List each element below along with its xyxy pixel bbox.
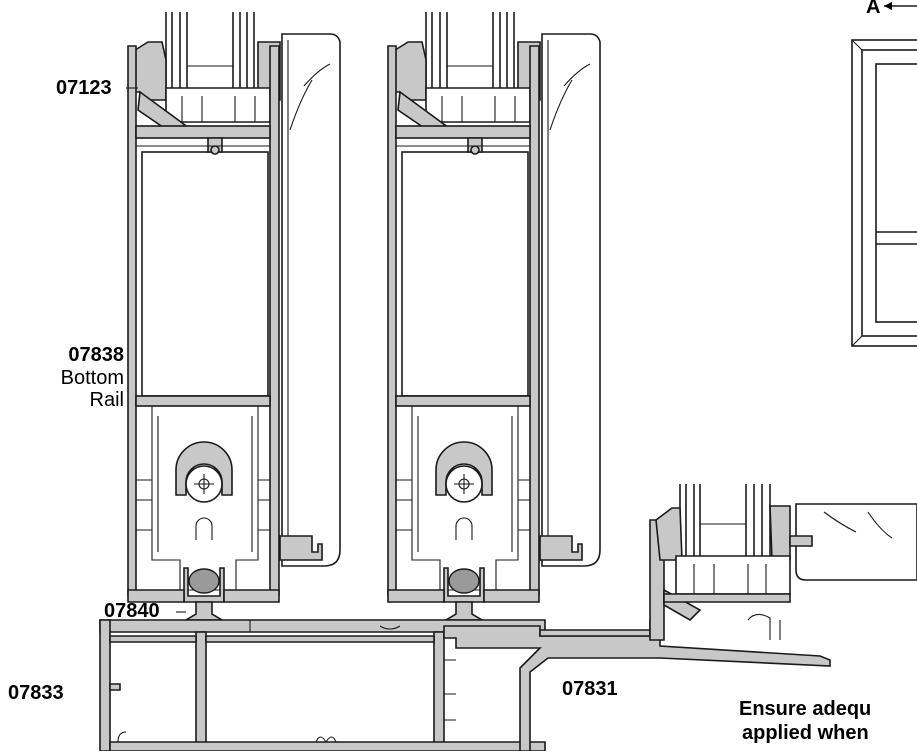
note-line-2: applied when: [742, 722, 869, 744]
elevation-inset: [851, 2, 917, 347]
fixed-panel: [655, 484, 917, 603]
label-bottom-rail-code: 07838: [68, 344, 124, 366]
label-top-rail-code: 07123: [56, 77, 112, 99]
right-sash: [387, 12, 601, 603]
left-sash: [127, 12, 341, 603]
label-frame-code: 07833: [8, 682, 64, 704]
leader-lines: [126, 87, 186, 613]
label-sill-code: 07831: [562, 678, 618, 700]
label-bottom-rail-line1: Bottom: [60, 367, 124, 389]
label-section-marker: A: [866, 0, 881, 18]
note-line-1: Ensure adequ: [739, 698, 872, 720]
track-inserts: [183, 601, 485, 621]
label-track-insert-code: 07840: [104, 600, 160, 622]
label-bottom-rail-line2: Rail: [89, 389, 124, 411]
